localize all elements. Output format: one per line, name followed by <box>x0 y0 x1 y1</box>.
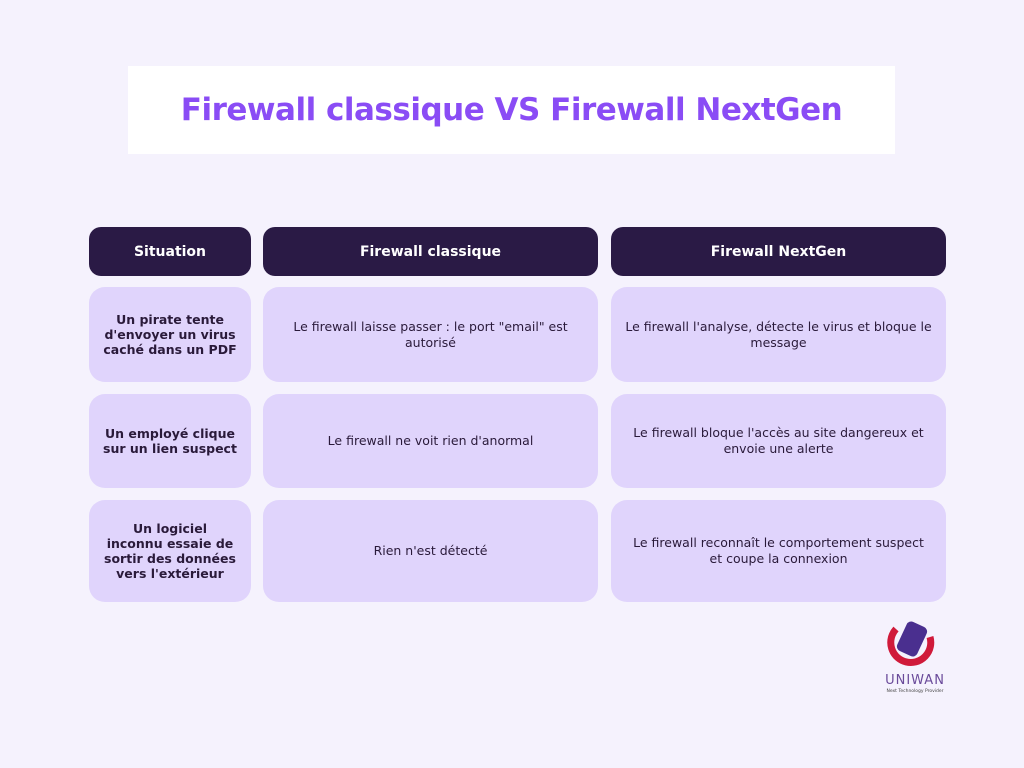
nextgen-cell: Le firewall bloque l'accès au site dange… <box>611 394 946 488</box>
classique-cell: Le firewall laisse passer : le port "ema… <box>263 287 598 382</box>
header-firewall-nextgen: Firewall NextGen <box>611 227 946 276</box>
header-situation: Situation <box>89 227 251 276</box>
page-title: Firewall classique VS Firewall NextGen <box>180 92 843 128</box>
logo-tagline: Next Technology Provider <box>886 688 943 694</box>
header-firewall-classique: Firewall classique <box>263 227 598 276</box>
uniwan-logo: UNIWAN Next Technology Provider <box>870 615 960 695</box>
situation-cell: Un employé clique sur un lien suspect <box>89 394 251 488</box>
situation-cell: Un pirate tente d'envoyer un virus caché… <box>89 287 251 382</box>
logo-mark-icon: UNIWAN Next Technology Provider <box>885 621 945 694</box>
classique-cell: Le firewall ne voit rien d'anormal <box>263 394 598 488</box>
nextgen-cell: Le firewall l'analyse, détecte le virus … <box>611 287 946 382</box>
classique-cell: Rien n'est détecté <box>263 500 598 602</box>
logo-name: UNIWAN <box>885 673 945 688</box>
situation-cell: Un logiciel inconnu essaie de sortir des… <box>89 500 251 602</box>
nextgen-cell: Le firewall reconnaît le comportement su… <box>611 500 946 602</box>
title-banner: Firewall classique VS Firewall NextGen <box>128 66 895 154</box>
